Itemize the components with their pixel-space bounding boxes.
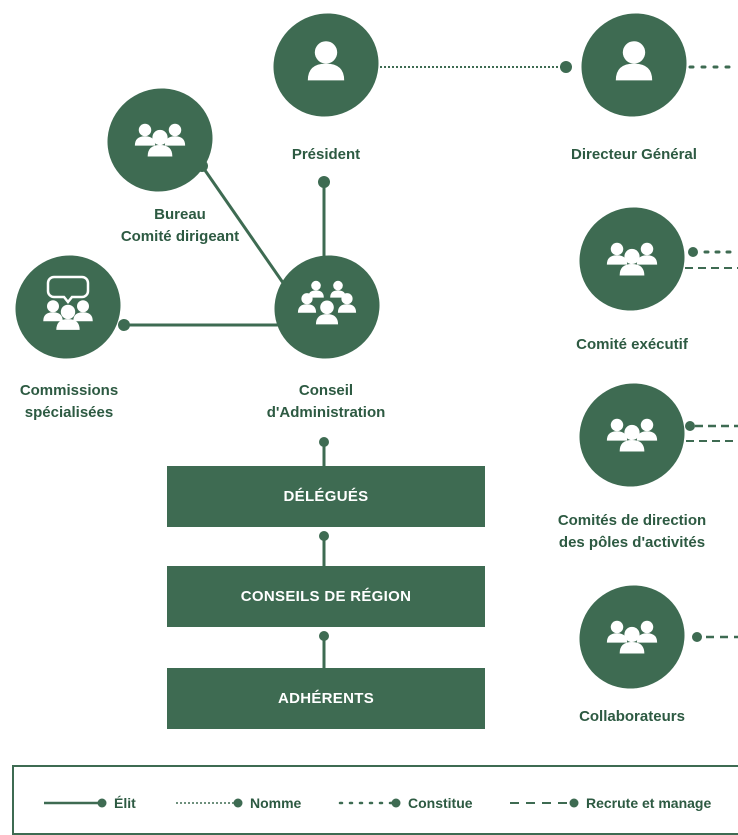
link-president-dot (318, 176, 330, 188)
conseil-line2: d'Administration (266, 404, 386, 421)
comite-executif-text: Comité exécutif (576, 336, 688, 353)
commissions-line1: Commissions (19, 382, 119, 399)
label-comite-executif: Comité exécutif (552, 334, 712, 356)
solid-line-icon (44, 798, 107, 808)
node-president (273, 13, 379, 117)
label-bureau: Bureau Comité dirigeant (100, 204, 260, 248)
bureau-line2: Comité dirigeant (120, 228, 240, 245)
collaborateurs-text: Collaborateurs (579, 708, 685, 725)
box-conseils-region: CONSEILS DE RÉGION (167, 566, 485, 627)
legend-recrute-label: Recrute et manage (586, 795, 712, 811)
president-text: Président (291, 146, 361, 163)
link-adherents-dot (319, 631, 329, 641)
legend-constitue-label: Constitue (408, 795, 473, 811)
link-regions-dot (319, 531, 329, 541)
label-conseil: Conseil d'Administration (246, 380, 406, 424)
comites-direction-line1: Comités de direction (557, 512, 707, 529)
comites-direction-line2: des pôles d'activités (558, 534, 706, 551)
legend-constitue: Constitue (338, 792, 473, 814)
legend-recrute: Recrute et manage (510, 792, 711, 814)
directeur-text: Directeur Général (571, 146, 697, 163)
link-directeur-dot (560, 61, 572, 73)
label-comites-direction: Comités de direction des pôles d'activit… (532, 510, 732, 554)
label-directeur: Directeur Général (544, 144, 724, 166)
commissions-line2: spécialisées (24, 404, 114, 421)
dashed-line-icon (510, 798, 579, 808)
node-collaborateurs (579, 585, 685, 689)
label-president: Président (246, 144, 406, 166)
link-commissions-dot (118, 319, 130, 331)
legend-nomme: Nomme (176, 792, 301, 814)
dotted-line-icon (338, 798, 401, 808)
link-collab-dot (692, 632, 702, 642)
node-directeur (581, 13, 687, 117)
node-commissions (15, 255, 121, 359)
node-comites-direction (579, 383, 685, 487)
box-delegues: DÉLÉGUÉS (167, 466, 485, 527)
node-comite-executif (579, 207, 685, 311)
link-bureau-conseil (200, 165, 290, 291)
link-executif-dot (688, 247, 698, 257)
link-delegues-dot (319, 437, 329, 447)
label-commissions: Commissions spécialisées (0, 380, 138, 424)
node-conseil (274, 255, 380, 359)
legend-elit-label: Élit (114, 795, 136, 811)
bureau-line1: Bureau (154, 206, 206, 223)
conseil-line1: Conseil (298, 382, 354, 399)
legend-nomme-label: Nomme (250, 795, 302, 811)
link-direction-dot (685, 421, 695, 431)
label-collaborateurs: Collaborateurs (552, 706, 712, 728)
node-bureau (107, 88, 213, 192)
fine-dotted-line-icon (176, 798, 243, 808)
box-adherents: ADHÉRENTS (167, 668, 485, 729)
legend-elit: Élit (44, 792, 136, 814)
